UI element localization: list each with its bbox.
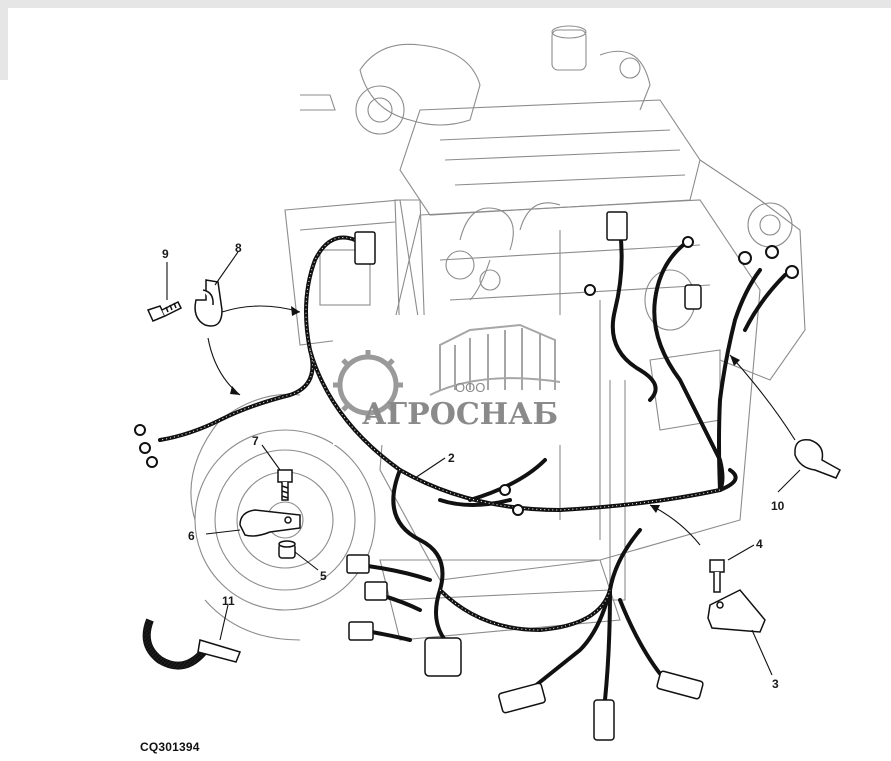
connector-lower-left-3	[348, 621, 374, 641]
gear-logo-icon	[333, 350, 403, 420]
harness-texture	[159, 237, 721, 631]
connector-lower-left-1	[346, 554, 370, 574]
callout-7: 7	[252, 434, 259, 448]
connector-bottom-1	[498, 682, 546, 714]
main-wiring-harness	[158, 228, 787, 702]
part-11-cable-tie	[142, 618, 242, 670]
part-8-clamp	[194, 279, 223, 327]
connector-sensor	[684, 284, 702, 310]
part-7-bolt	[277, 469, 293, 501]
connector-ecu-block	[424, 637, 462, 677]
figure-id-label: CQ301394	[140, 740, 200, 754]
top-strip	[0, 0, 891, 8]
watermark-name: АГРОСНАБ	[362, 397, 558, 432]
part-4-bolt	[709, 559, 725, 593]
watermark-prefix: ООО	[455, 380, 485, 395]
engine-outline	[190, 25, 806, 641]
leader-lines	[166, 251, 801, 676]
callout-6: 6	[188, 529, 195, 543]
part-6-clamp	[239, 509, 301, 537]
ring-terminals	[134, 236, 799, 516]
callout-4: 4	[756, 537, 763, 551]
watermark-backdrop	[333, 315, 563, 445]
callout-2: 2	[448, 451, 455, 465]
connector-top-center	[606, 211, 628, 241]
tractor-logo-icon	[429, 323, 561, 396]
callout-5: 5	[320, 569, 327, 583]
part-10-clamp	[794, 438, 841, 479]
connector-bottom-3	[656, 670, 704, 700]
part-5-spacer	[278, 540, 296, 559]
callout-3: 3	[772, 677, 779, 691]
part-3-bracket	[707, 589, 766, 633]
callout-8: 8	[235, 241, 242, 255]
leader-arrowheads	[230, 306, 740, 513]
connector-bottom-2	[593, 699, 615, 741]
part-9-bolt	[146, 300, 183, 322]
callout-11: 11	[222, 594, 235, 608]
left-strip	[0, 8, 8, 80]
connector-top-left	[354, 231, 376, 265]
harness-connectors	[346, 211, 704, 741]
connector-lower-left-2	[364, 581, 388, 601]
agrosnab-watermark: ООО АГРОСНАБ	[333, 323, 561, 432]
callout-labels: 2 3 4 5 6 7 8 9 10 11	[162, 241, 785, 691]
callout-9: 9	[162, 247, 169, 261]
callout-10: 10	[771, 499, 785, 513]
